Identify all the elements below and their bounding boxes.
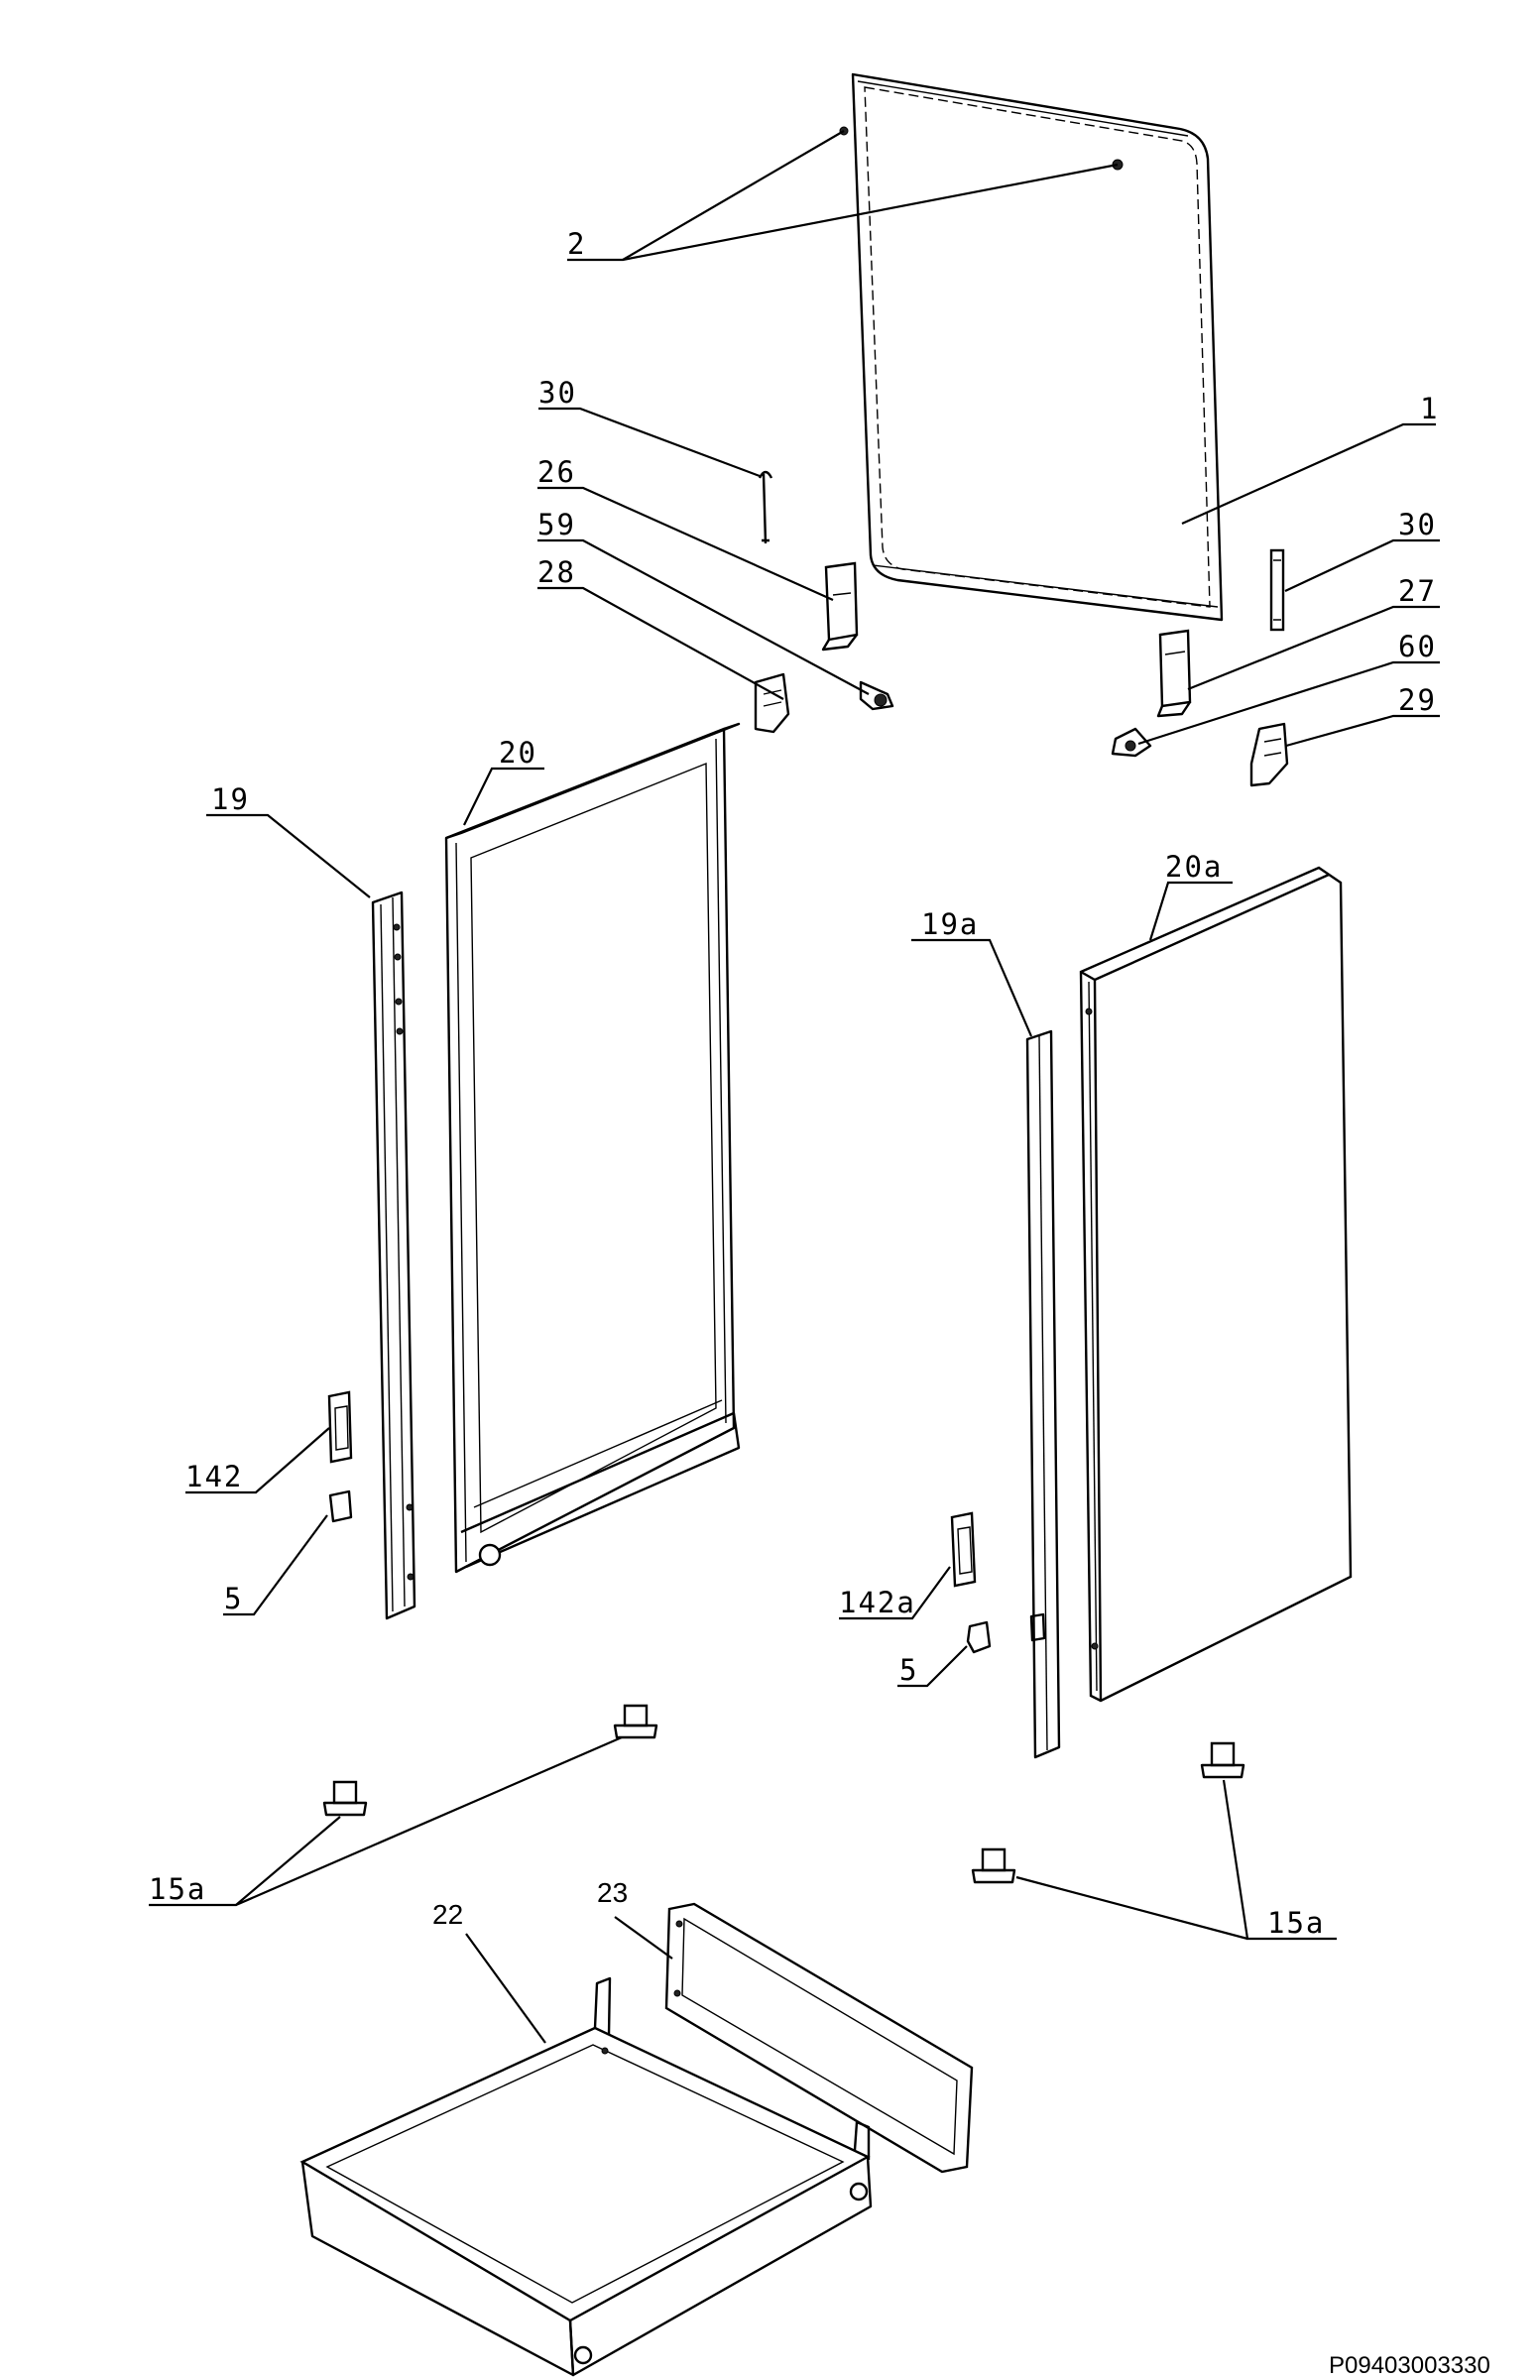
part-20a-right-side-panel — [1079, 866, 1353, 1703]
part-30-pin-right — [1269, 548, 1285, 632]
callout-19a: 19a — [921, 907, 979, 941]
part-30-pin-left — [758, 470, 773, 544]
callout-142: 142 — [185, 1460, 243, 1493]
callout-20: 20 — [499, 736, 537, 770]
part-28-hinge-plate — [754, 672, 790, 734]
part-23-plinth-panel — [664, 1902, 974, 2174]
callout-60: 60 — [1398, 630, 1437, 663]
part-15a-foot-3 — [1200, 1741, 1245, 1779]
part-20-left-side-frame — [444, 722, 741, 1574]
callout-labels: 2 1 30 26 59 28 30 27 60 29 20 19 20a 19… — [149, 227, 1439, 1940]
part-29-hinge-plate — [1249, 722, 1289, 787]
part-19-left-rail — [371, 891, 416, 1620]
part-26-hinge-bracket — [821, 561, 859, 652]
part-60-hinge-pin — [1111, 727, 1152, 758]
part-59-hinge-pin — [859, 680, 894, 711]
part-22-base-tray — [299, 1976, 873, 2377]
callout-19: 19 — [211, 782, 250, 816]
callout-5-right: 5 — [899, 1653, 918, 1687]
part-15a-foot-2 — [322, 1780, 368, 1817]
leader-lines — [149, 130, 1440, 2044]
part-19a-right-rail — [1025, 1029, 1061, 1759]
drawing-code: P09403003330 — [1329, 2352, 1490, 2379]
callout-20a: 20a — [1165, 850, 1223, 884]
callout-30-left: 30 — [538, 376, 577, 410]
callout-30-right: 30 — [1398, 508, 1437, 541]
part-27-hinge-bracket — [1156, 629, 1192, 718]
part-15a-foot-4 — [971, 1847, 1016, 1884]
callout-59: 59 — [537, 508, 576, 541]
part-1-rear-frame — [839, 72, 1224, 622]
callout-5-left: 5 — [224, 1582, 243, 1615]
callout-28: 28 — [537, 555, 576, 589]
callout-26: 26 — [537, 455, 576, 489]
part-15a-foot-1 — [613, 1704, 658, 1739]
callout-15a-right: 15a — [1267, 1906, 1325, 1940]
part-142-latch — [327, 1390, 353, 1464]
callout-2: 2 — [567, 227, 586, 261]
callout-27: 27 — [1398, 574, 1437, 608]
callout-142a: 142a — [839, 1586, 916, 1619]
part-5-clip-right — [966, 1620, 992, 1654]
callout-22: 22 — [432, 1899, 463, 1930]
part-5-clip-left — [328, 1489, 353, 1523]
callout-15a-left: 15a — [149, 1872, 206, 1906]
part-142a-latch — [950, 1511, 977, 1588]
callout-1: 1 — [1420, 392, 1439, 425]
callout-23: 23 — [597, 1877, 628, 1908]
callout-29: 29 — [1398, 683, 1437, 717]
